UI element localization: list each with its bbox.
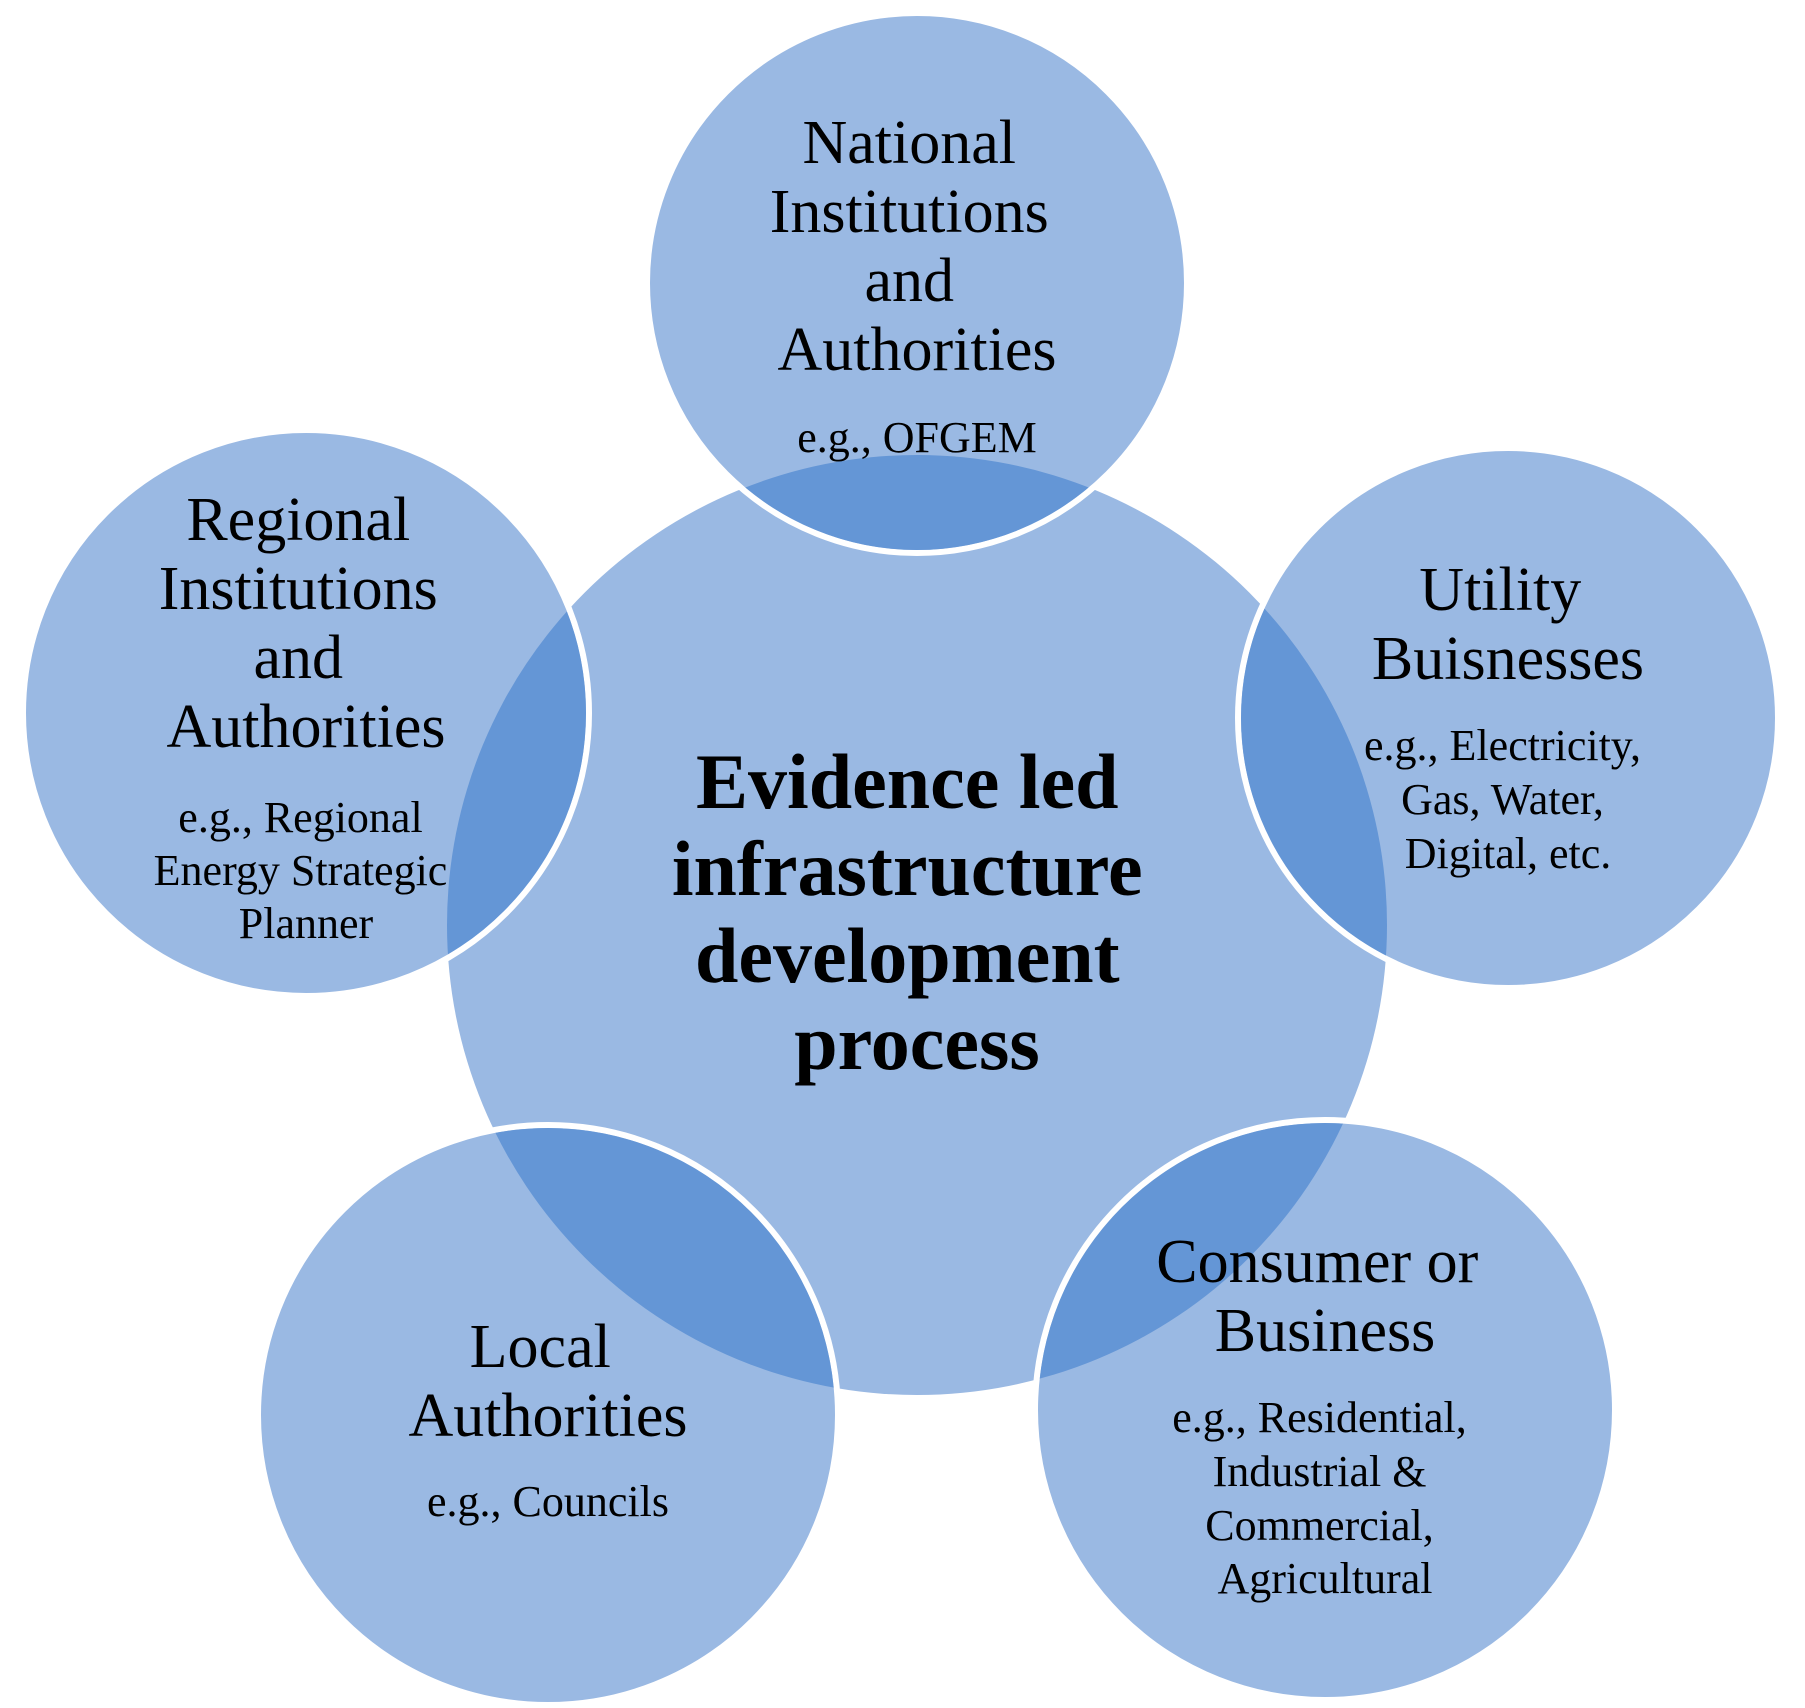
local-title: Local Authorities (409, 1313, 688, 1450)
regional-circle (20, 427, 592, 999)
utility-example-line: Digital, etc. (1405, 829, 1612, 878)
satellite-regional (20, 427, 592, 999)
satellite-national (644, 10, 1190, 556)
regional-example-line: e.g., Regional (178, 793, 422, 842)
consumer-title-line: Consumer or (1156, 1228, 1478, 1296)
regional-example-line: Energy Strategic (154, 846, 448, 895)
overlap-consumer (1038, 1123, 1387, 1395)
consumer-example-line: e.g., Residential, (1172, 1393, 1467, 1442)
regional-title-line: Authorities (167, 693, 446, 761)
consumer-example-line: Agricultural (1217, 1554, 1432, 1603)
local-title-line: Local (470, 1313, 611, 1381)
consumer-title: Consumer or Business (1156, 1228, 1494, 1365)
national-circle (644, 10, 1190, 556)
utility-example-line: e.g., Electricity, (1364, 721, 1641, 770)
center-title-line: Evidence led (696, 738, 1119, 825)
national-title-line: Authorities (778, 316, 1057, 384)
national-title-line: National (803, 109, 1017, 177)
center-title-line: infrastructure (672, 825, 1143, 912)
regional-title-line: and (253, 624, 343, 692)
utility-example-line: Gas, Water, (1401, 775, 1604, 824)
consumer-title-line: Business (1215, 1297, 1435, 1365)
local-example: e.g., Councils (427, 1477, 669, 1526)
regional-title: Regional Institutions and Authorities (159, 486, 454, 761)
center-title-line: process (794, 999, 1040, 1086)
center-title: Evidence led infrastructure development … (672, 738, 1162, 1086)
consumer-example-line: Industrial & (1213, 1447, 1427, 1496)
national-title: National Institutions and Authorities (770, 109, 1065, 384)
local-title-line: Authorities (409, 1382, 688, 1450)
utility-title-line: Utility (1419, 556, 1581, 624)
regional-title-line: Institutions (159, 555, 438, 623)
utility-title-line: Buisnesses (1372, 625, 1644, 693)
national-title-line: and (864, 247, 954, 315)
consumer-example-line: Commercial, (1205, 1501, 1434, 1550)
regional-title-line: Regional (186, 486, 410, 554)
national-example-line: e.g., OFGEM (797, 413, 1037, 462)
national-title-line: Institutions (770, 178, 1049, 246)
utility-title: Utility Buisnesses (1372, 556, 1644, 693)
center-title-line: development (695, 912, 1120, 999)
regional-example-line: Planner (239, 899, 374, 948)
local-example-line: e.g., Councils (427, 1477, 669, 1526)
utility-example: e.g., Electricity, Gas, Water, Digital, … (1364, 721, 1652, 878)
consumer-example: e.g., Residential, Industrial & Commerci… (1172, 1393, 1478, 1603)
overlap-local (447, 1128, 835, 1395)
regional-example: e.g., Regional Energy Strategic Planner (154, 793, 459, 948)
national-example: e.g., OFGEM (797, 413, 1037, 462)
